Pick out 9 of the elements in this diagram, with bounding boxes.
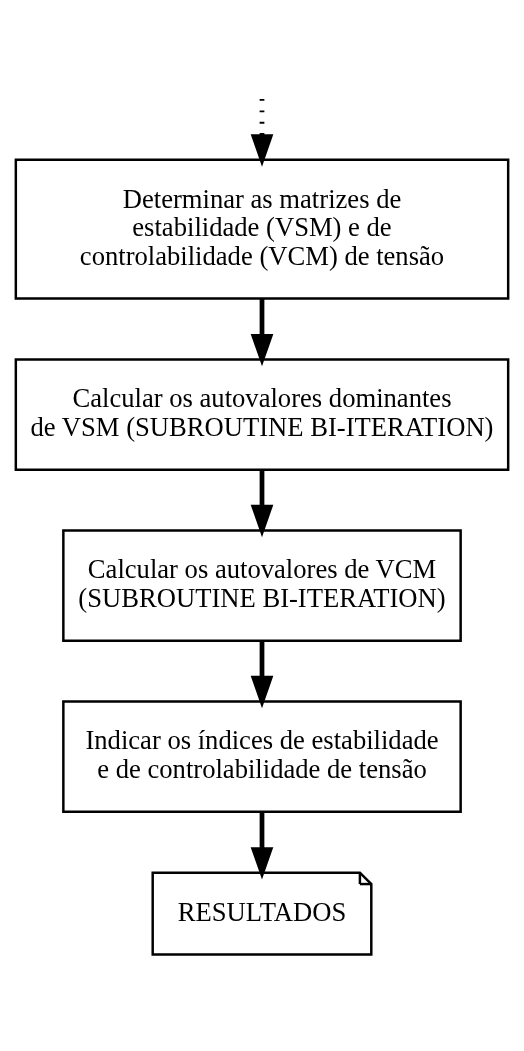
arrow	[250, 298, 274, 366]
node-box: Indicar os índices de estabilidade e de controlabilidade de tensão	[62, 699, 462, 813]
arrow	[250, 811, 274, 880]
node-box: Calcular os autovalores de VCM (SUBROUTINE BI-ITERATION)	[62, 528, 462, 642]
node-box: Calcular os autovalores dominantes de VSM (SUBROUTINE BI-ITERATION)	[14, 357, 510, 471]
node-box: Determinar as matrizes de estabilidade (VSM) e de controlabilidade (VCM) de tensão	[14, 158, 510, 300]
arrow	[250, 640, 274, 708]
arrow	[250, 469, 274, 537]
arrow	[250, 98, 274, 167]
